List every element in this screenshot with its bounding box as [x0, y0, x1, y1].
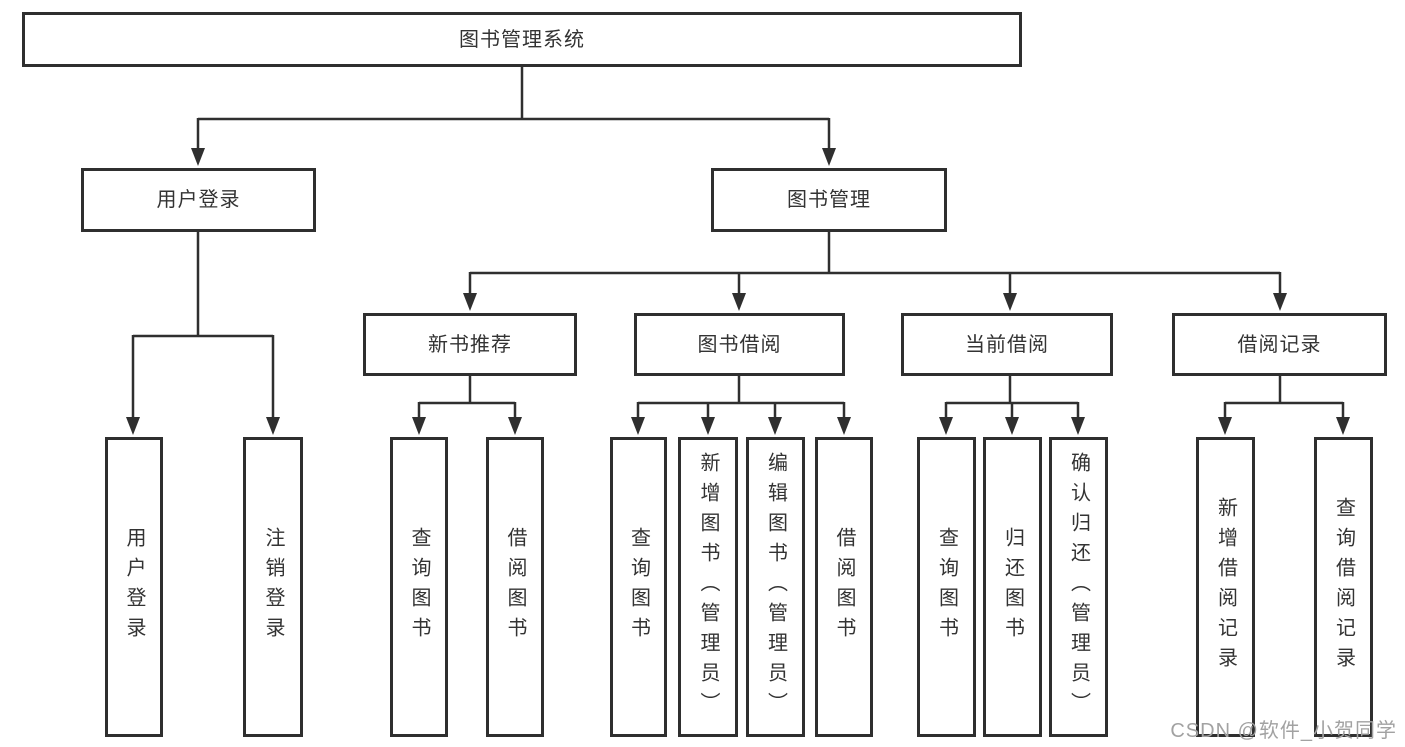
leaf-query-books-newbooks: 查询图书 — [390, 437, 448, 737]
leaf-query-books-current: 查询图书 — [917, 437, 976, 737]
node-current-borrowing: 当前借阅 — [901, 313, 1113, 376]
node-borrow-records: 借阅记录 — [1172, 313, 1387, 376]
node-library-system: 图书管理系统 — [22, 12, 1022, 67]
leaf-query-books-borrowing: 查询图书 — [610, 437, 667, 737]
leaf-add-borrow-record: 新增借阅记录 — [1196, 437, 1255, 737]
leaf-query-borrow-record: 查询借阅记录 — [1314, 437, 1373, 737]
leaf-user-login: 用户登录 — [105, 437, 163, 737]
leaf-confirm-return-admin: 确认归还（管理员） — [1049, 437, 1108, 737]
leaf-borrow-books-newbooks: 借阅图书 — [486, 437, 544, 737]
leaf-borrow-books-borrowing: 借阅图书 — [815, 437, 873, 737]
leaf-return-books: 归还图书 — [983, 437, 1042, 737]
node-book-management: 图书管理 — [711, 168, 947, 232]
arrowheads — [126, 148, 1350, 435]
node-user-login: 用户登录 — [81, 168, 316, 232]
leaf-logout: 注销登录 — [243, 437, 303, 737]
leaf-add-books-admin: 新增图书（管理员） — [678, 437, 738, 737]
node-new-book-recommend: 新书推荐 — [363, 313, 577, 376]
node-book-borrowing: 图书借阅 — [634, 313, 845, 376]
leaf-edit-books-admin: 编辑图书（管理员） — [746, 437, 805, 737]
watermark: CSDN @软件_小贺同学 — [1170, 720, 1397, 742]
